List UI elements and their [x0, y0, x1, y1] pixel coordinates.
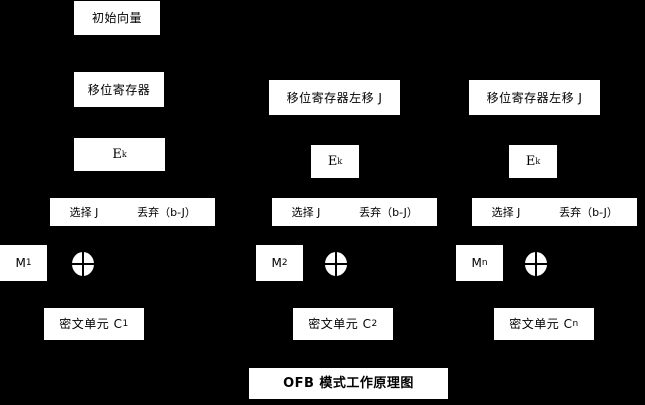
encrypt-label-3: E: [525, 154, 536, 169]
xor-icon-1: [72, 252, 94, 276]
xor-vertical-bar-2: [335, 252, 337, 276]
diagram-title-label: OFB 模式工作原理图: [283, 376, 414, 391]
shift-register-label-3: 移位寄存器左移 J: [486, 90, 583, 105]
xor-icon-3: [525, 252, 547, 276]
initial-vector-label: 初始向量: [91, 11, 142, 25]
encrypt-subscript-3: k: [535, 156, 541, 166]
select-label-3: 选择 J: [491, 205, 521, 219]
discard-label-2: 丢弃（b-J）: [359, 205, 418, 219]
cipher-label-1: 密文单元 C: [59, 317, 123, 331]
discard-label-1: 丢弃（b-J）: [137, 205, 196, 219]
diagram-title-box: OFB 模式工作原理图: [249, 368, 448, 399]
discard-box-2: 丢弃（b-J）: [340, 198, 437, 226]
shift-register-label-1: 移位寄存器: [87, 82, 151, 97]
select-box-3: 选择 J: [472, 198, 540, 226]
discard-label-3: 丢弃（b-J）: [559, 205, 618, 219]
select-box-2: 选择 J: [272, 198, 340, 226]
encrypt-subscript-2: k: [337, 156, 343, 166]
encrypt-subscript-1: k: [121, 149, 127, 159]
cipher-label-2: 密文单元 C: [308, 317, 372, 331]
initial-vector-box: 初始向量: [74, 1, 160, 35]
message-subscript-2: 2: [281, 257, 288, 268]
shift-register-label-2: 移位寄存器左移 J: [286, 90, 383, 105]
message-subscript-3: n: [481, 257, 488, 268]
cipher-subscript-1: 1: [122, 318, 129, 329]
cipher-subscript-2: 2: [371, 318, 378, 329]
shift-register-box-2: 移位寄存器左移 J: [269, 80, 400, 115]
xor-vertical-bar-1: [82, 252, 84, 276]
xor-icon-2: [325, 252, 347, 276]
message-label-3: M: [471, 256, 482, 270]
message-label-2: M: [271, 256, 282, 270]
select-label-2: 选择 J: [291, 205, 321, 219]
select-label-1: 选择 J: [69, 205, 99, 219]
discard-box-3: 丢弃（b-J）: [540, 198, 637, 226]
encrypt-label-1: E: [112, 147, 122, 162]
xor-vertical-bar-3: [535, 252, 537, 276]
cipher-subscript-3: n: [572, 318, 579, 329]
discard-box-1: 丢弃（b-J）: [118, 198, 215, 226]
encrypt-label-2: E: [327, 154, 338, 169]
message-label-1: M: [15, 256, 26, 270]
cipher-label-3: 密文单元 C: [509, 317, 573, 331]
message-subscript-1: 1: [25, 257, 32, 268]
shift-register-box-1: 移位寄存器: [74, 72, 164, 107]
select-box-1: 选择 J: [50, 198, 118, 226]
shift-register-box-3: 移位寄存器左移 J: [469, 80, 600, 115]
